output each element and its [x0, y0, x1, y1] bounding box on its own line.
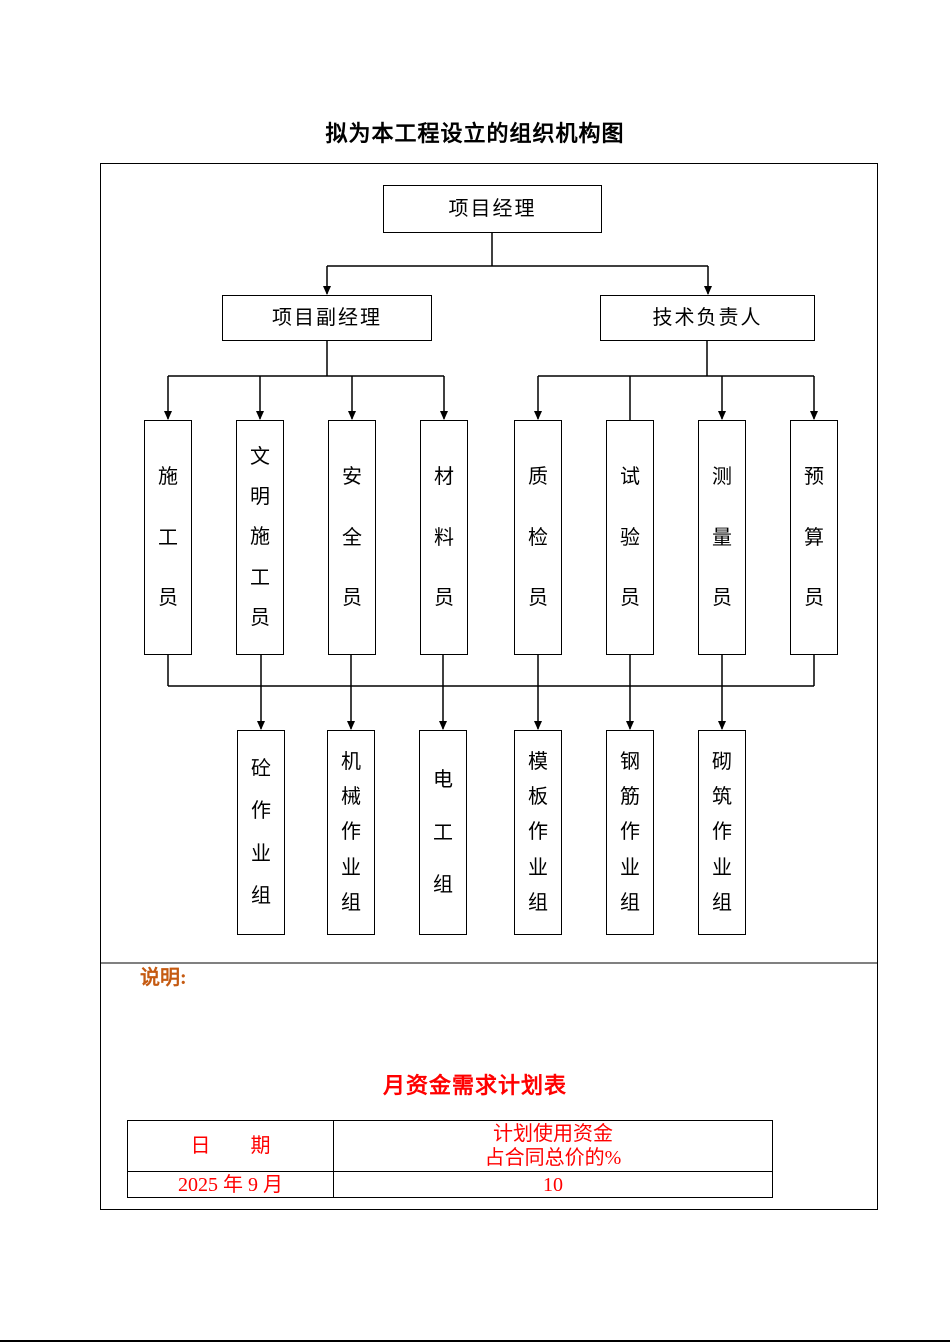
org-node-project-manager: 项目经理 [383, 185, 602, 233]
org-node-quality-inspector: 质检员 [514, 420, 562, 655]
page-bottom-edge [0, 1340, 950, 1342]
header-cell-usage: 计划使用资金 占合同总价的% [334, 1121, 772, 1171]
org-node-electrician-team: 电工组 [419, 730, 467, 935]
data-cell-usage-value: 10 [543, 1173, 563, 1196]
org-chart-frame [100, 163, 878, 1210]
org-node-formwork-team: 模板作业组 [514, 730, 562, 935]
org-node-civilized-construction-worker: 文明施工员 [236, 420, 284, 655]
org-node-surveyor: 测量员 [698, 420, 746, 655]
org-node-material-officer: 材料员 [420, 420, 468, 655]
org-node-concrete-team: 砼作业组 [237, 730, 285, 935]
page-title: 拟为本工程设立的组织机构图 [325, 121, 625, 146]
header-usage-line1: 计划使用资金 [493, 1123, 613, 1145]
funding-table-title: 月资金需求计划表 [382, 1073, 567, 1098]
funding-table-header-row: 日 期 计划使用资金 占合同总价的% [128, 1121, 772, 1172]
org-node-construction-worker: 施工员 [144, 420, 192, 655]
org-node-machinery-team: 机械作业组 [327, 730, 375, 935]
org-node-tester: 试验员 [606, 420, 654, 655]
data-cell-date: 2025 年 9 月 [128, 1172, 334, 1197]
org-node-rebar-team: 钢筋作业组 [606, 730, 654, 935]
note-label: 说明: [140, 967, 187, 989]
org-node-deputy-project-manager: 项目副经理 [222, 295, 432, 341]
org-node-safety-officer: 安全员 [328, 420, 376, 655]
funding-table: 日 期 计划使用资金 占合同总价的% 2025 年 9 月 10 [127, 1120, 773, 1198]
org-node-technical-director: 技术负责人 [600, 295, 815, 341]
header-usage-line2: 占合同总价的% [484, 1147, 622, 1169]
org-node-budget-officer: 预算员 [790, 420, 838, 655]
org-node-masonry-team: 砌筑作业组 [698, 730, 746, 935]
funding-table-data-row: 2025 年 9 月 10 [128, 1172, 772, 1197]
header-cell-date: 日 期 [128, 1121, 334, 1171]
